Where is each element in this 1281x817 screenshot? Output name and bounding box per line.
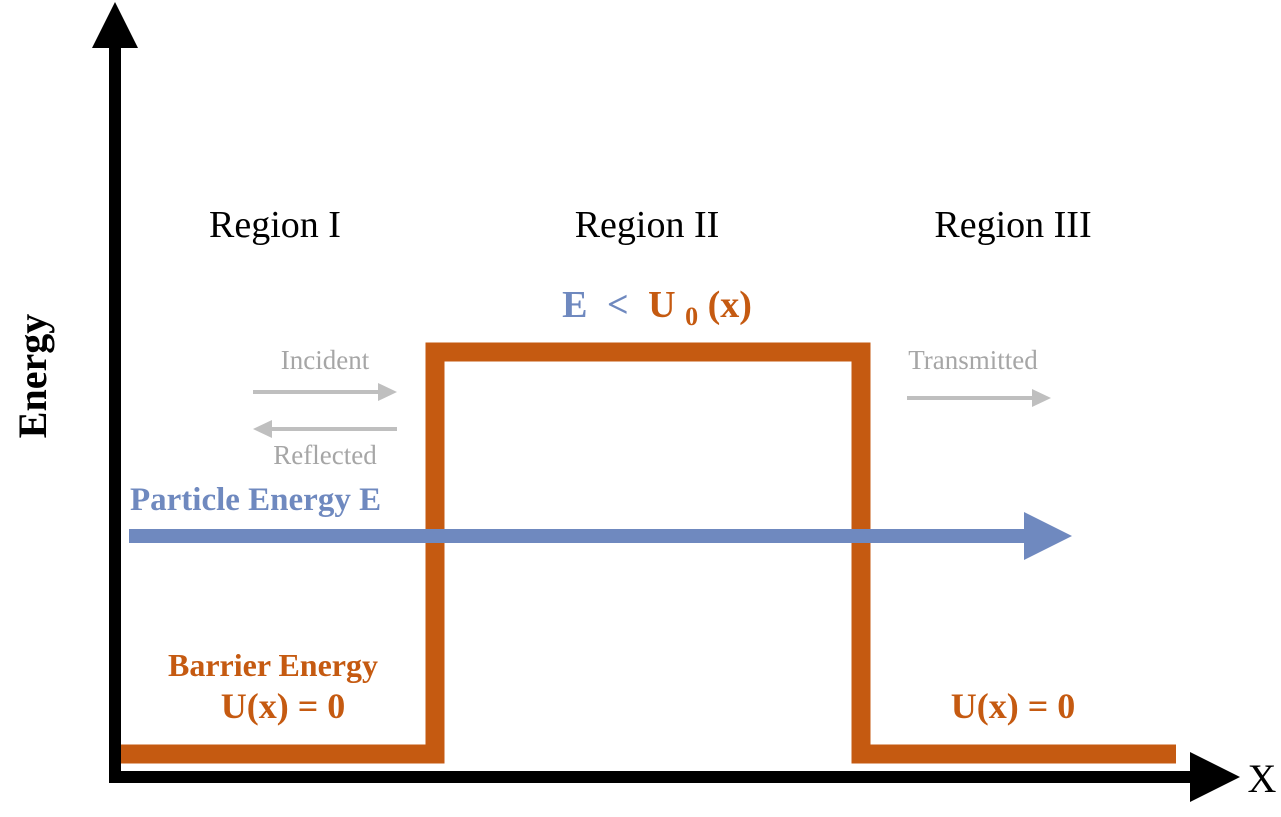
- transmitted-arrow-head: [1032, 389, 1051, 407]
- reflected-label: Reflected: [273, 440, 377, 470]
- region-2-label: Region II: [575, 204, 720, 246]
- condition-relation: <: [607, 284, 629, 326]
- region-3-potential-equation: U(x) = 0: [951, 686, 1076, 726]
- barrier-potential-line: [121, 342, 1176, 764]
- condition-lhs: E: [562, 284, 587, 326]
- condition-rhs-sub: 0: [685, 302, 698, 331]
- particle-energy-arrow-head: [1024, 512, 1072, 560]
- y-axis: [92, 2, 138, 783]
- x-axis: [109, 752, 1240, 802]
- reflected-wave: Reflected: [253, 420, 397, 470]
- particle-energy: Particle Energy E: [129, 482, 1072, 560]
- incident-arrow-head: [378, 383, 397, 401]
- condition-rhs-arg: (x): [708, 284, 752, 326]
- reflected-arrow-head: [253, 420, 272, 438]
- x-axis-arrowhead: [1190, 752, 1240, 802]
- barrier-energy-label: Barrier Energy: [168, 647, 378, 683]
- condition-rhs-main: U: [648, 284, 675, 326]
- condition-label: E < U 0 (x): [562, 284, 752, 334]
- y-axis-label: Energy: [10, 314, 55, 438]
- region-1-potential-equation: U(x) = 0: [221, 686, 346, 726]
- particle-energy-label: Particle Energy E: [130, 482, 381, 518]
- transmitted-label: Transmitted: [908, 345, 1038, 375]
- transmitted-wave: Transmitted: [907, 345, 1051, 407]
- region-3-label: Region III: [934, 204, 1091, 246]
- incident-wave: Incident: [253, 345, 397, 401]
- region-1-label: Region I: [209, 204, 341, 246]
- x-axis-label: X: [1248, 756, 1277, 801]
- y-axis-arrowhead: [92, 2, 138, 48]
- incident-label: Incident: [281, 345, 370, 375]
